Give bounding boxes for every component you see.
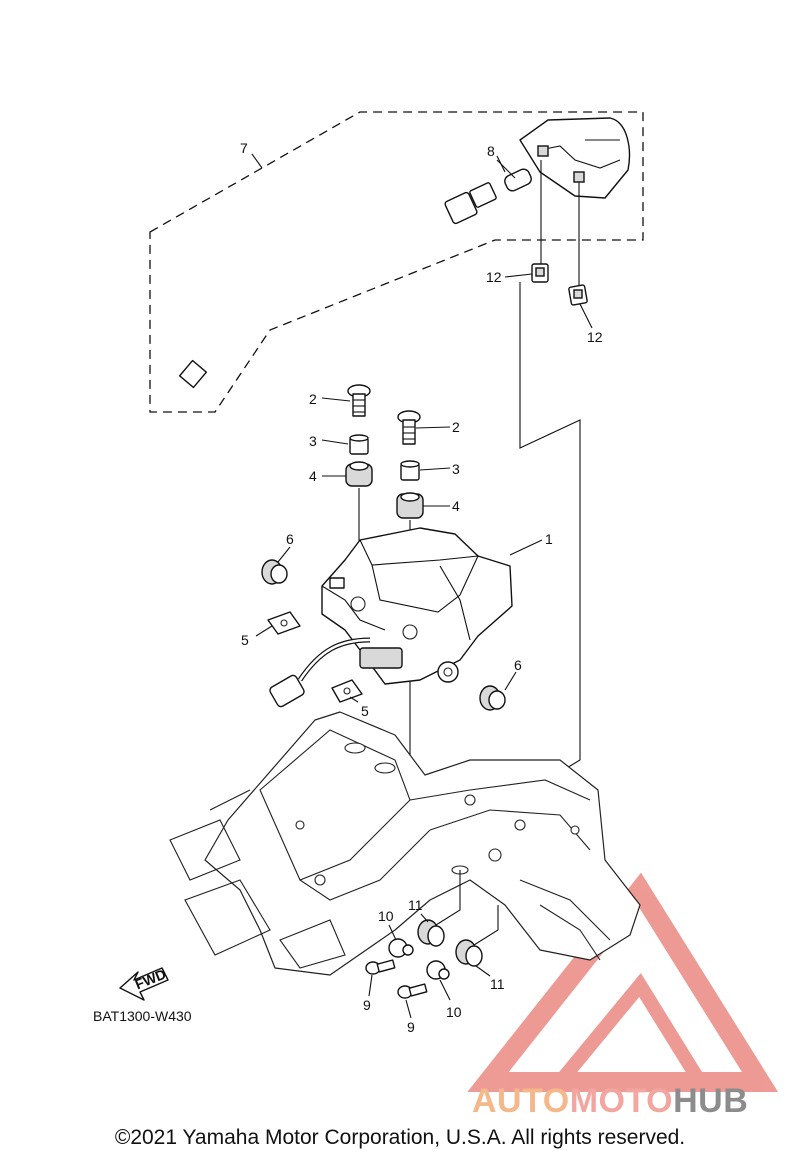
nut-5a [267,611,301,635]
diagram-code: BAT1300-W430 [93,1008,192,1024]
fwd-label: FWD [133,966,169,993]
clip-nut-12a [531,263,549,283]
grommet-11b [455,939,483,967]
bolt-2a [347,384,371,417]
screw-9b [397,983,428,999]
callout-4b: 4 [452,498,460,514]
callout-6a: 6 [286,531,294,547]
callout-5a: 5 [241,632,249,648]
collar-3a [349,434,369,455]
lens-cover [519,117,631,199]
callout-12b: 12 [587,329,603,345]
callout-3b: 3 [452,461,460,477]
bolt-2b [397,410,421,445]
rear-frame [169,711,641,976]
callout-12a: 12 [486,269,502,285]
callout-4a: 4 [309,468,317,484]
callout-2b: 2 [452,419,460,435]
grommet-mount [437,661,459,683]
callout-9b: 9 [407,1019,415,1035]
callout-8: 8 [487,143,495,159]
watermark-logo [467,872,779,1092]
washer-10b [426,960,450,980]
grommet-6a [261,559,288,585]
copyright-notice: ©2021 Yamaha Motor Corporation, U.S.A. A… [114,1126,686,1149]
clip-nut-12b [568,284,588,306]
leader-lines [251,153,593,1019]
callout-9a: 9 [363,997,371,1013]
callout-2a: 2 [309,391,317,407]
bulb [496,159,532,192]
callout-7: 7 [240,140,248,156]
callout-11b: 11 [490,976,505,992]
watermark-text: AUTOMOTOHUB [472,1082,748,1121]
grommet-11a [417,919,445,947]
callout-1: 1 [545,531,553,547]
watermark-moto: MOTO [569,1082,674,1120]
callout-10a: 10 [378,908,394,924]
collar-3b [400,460,420,481]
grommet-4b [396,492,424,519]
callout-11a: 11 [408,897,423,913]
watermark-hub: HUB [673,1082,749,1120]
callout-3a: 3 [309,433,317,449]
watermark-auto: AUTO [472,1082,570,1120]
callout-10b: 10 [446,1004,462,1020]
grommet-4a [345,461,373,487]
fwd-arrow: FWD [119,966,169,1001]
screw-9a [365,959,396,975]
callout-5b: 5 [361,703,369,719]
washer-10a [388,938,414,958]
unit-connector [269,637,371,708]
nut-5b [331,679,363,703]
callout-6b: 6 [514,657,522,673]
wire-harness [178,182,497,389]
assembly-boundary [149,111,644,413]
tail-light-unit [321,527,513,685]
grommet-6b [479,685,506,711]
